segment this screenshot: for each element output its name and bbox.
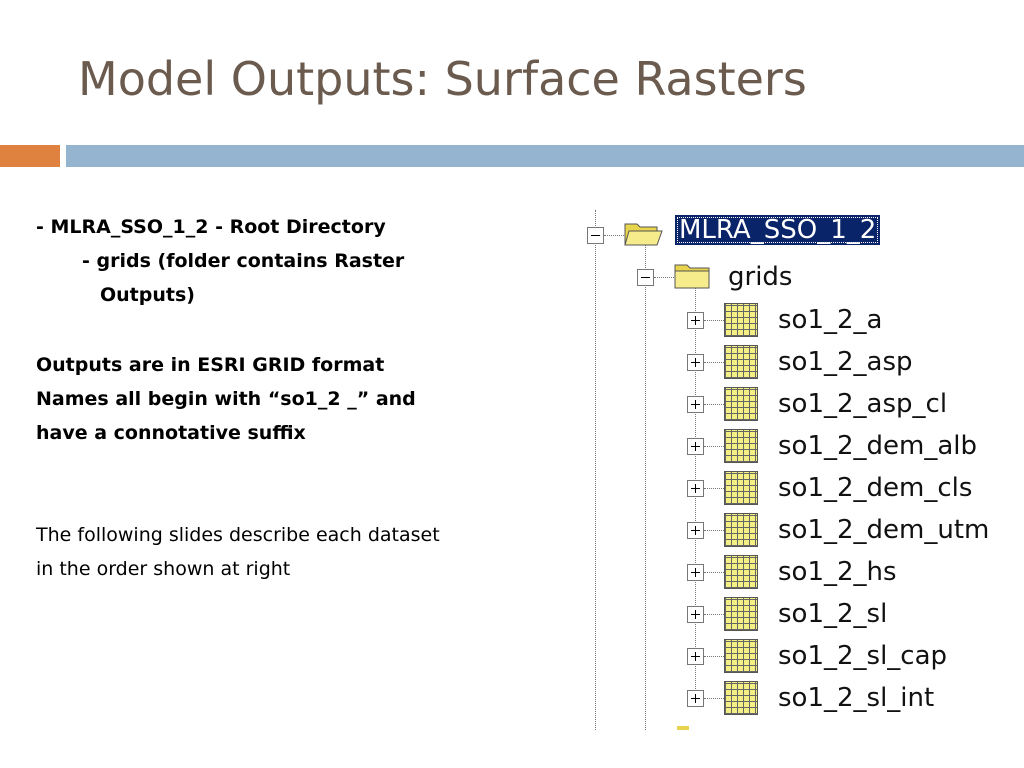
- tree-item-label[interactable]: so1_2_asp_cl: [778, 389, 948, 419]
- collapse-grids-icon[interactable]: [637, 269, 654, 286]
- root-directory-line: - MLRA_SSO_1_2 - Root Directory: [36, 216, 386, 238]
- folder-icon: [674, 264, 710, 289]
- plus-box-icon[interactable]: [687, 690, 704, 707]
- grids-folder-line: - grids (folder contains Raster: [82, 250, 405, 272]
- raster-grid-icon: [724, 345, 758, 379]
- raster-grid-icon: [724, 597, 758, 631]
- slides-description: The following slides describe each datas…: [36, 518, 440, 586]
- tree-connector: [704, 572, 724, 573]
- tree-connector: [704, 614, 724, 615]
- tree-item-label[interactable]: so1_2_hs: [778, 557, 897, 587]
- raster-grid-icon: [724, 387, 758, 421]
- tree-guide-line: [645, 245, 646, 730]
- collapse-root-icon[interactable]: [587, 227, 604, 244]
- plus-box-icon[interactable]: [687, 522, 704, 539]
- accent-bar-blue: [66, 145, 1024, 167]
- tree-connector: [654, 277, 674, 278]
- tree-item-label[interactable]: so1_2_dem_utm: [778, 515, 990, 545]
- tree-folder-label[interactable]: grids: [728, 262, 793, 292]
- format-description: Outputs are in ESRI GRID format Names al…: [36, 348, 416, 450]
- raster-grid-icon: [724, 471, 758, 505]
- tree-item-label[interactable]: so1_2_sl: [778, 599, 888, 629]
- tree-connector: [704, 656, 724, 657]
- raster-grid-icon: [724, 513, 758, 547]
- tree-connector: [604, 235, 624, 236]
- plus-box-icon[interactable]: [687, 480, 704, 497]
- tree-connector: [704, 446, 724, 447]
- grids-folder-line-cont: Outputs): [100, 284, 195, 306]
- tree-connector: [704, 320, 724, 321]
- tree-item-label[interactable]: so1_2_sl_int: [778, 683, 935, 713]
- raster-grid-icon: [724, 639, 758, 673]
- plus-box-icon[interactable]: [687, 564, 704, 581]
- tree-item-label[interactable]: so1_2_dem_alb: [778, 431, 978, 461]
- following-slides-line: The following slides describe each datas…: [36, 524, 440, 546]
- folder-open-icon: [624, 223, 663, 246]
- tree-connector: [704, 404, 724, 405]
- tree-connector: [704, 698, 724, 699]
- tree-guide-line: [595, 210, 596, 730]
- tree-connector: [704, 530, 724, 531]
- format-line: Outputs are in ESRI GRID format: [36, 354, 385, 376]
- plus-box-icon[interactable]: [687, 606, 704, 623]
- tree-item-label[interactable]: so1_2_dem_cls: [778, 473, 973, 503]
- plus-box-icon[interactable]: [687, 354, 704, 371]
- raster-grid-icon: [724, 429, 758, 463]
- tree-connector: [704, 488, 724, 489]
- tree-item-label[interactable]: so1_2_asp: [778, 347, 913, 377]
- plus-box-icon[interactable]: [687, 396, 704, 413]
- tree-connector: [704, 362, 724, 363]
- naming-line: Names all begin with “so1_2 _” and: [36, 388, 416, 410]
- plus-box-icon[interactable]: [687, 438, 704, 455]
- raster-grid-icon: [724, 303, 758, 337]
- raster-grid-icon: [724, 681, 758, 715]
- suffix-line: have a connotative suffix: [36, 422, 306, 444]
- tree-root-label[interactable]: MLRA_SSO_1_2: [675, 215, 881, 245]
- raster-grid-icon: [724, 555, 758, 589]
- order-line: in the order shown at right: [36, 558, 291, 580]
- tree-item-label[interactable]: so1_2_a: [778, 305, 883, 335]
- directory-description: - MLRA_SSO_1_2 - Root Directory - grids …: [36, 210, 404, 312]
- folder-icon: [677, 726, 689, 730]
- plus-box-icon[interactable]: [687, 648, 704, 665]
- tree-item-label[interactable]: so1_2_sl_cap: [778, 641, 948, 671]
- slide-title: Model Outputs: Surface Rasters: [78, 52, 807, 106]
- plus-box-icon[interactable]: [687, 312, 704, 329]
- accent-bar-orange: [0, 145, 60, 167]
- directory-tree[interactable]: MLRA_SSO_1_2 grids so1_2_a so1_2_asp so1…: [583, 210, 1024, 730]
